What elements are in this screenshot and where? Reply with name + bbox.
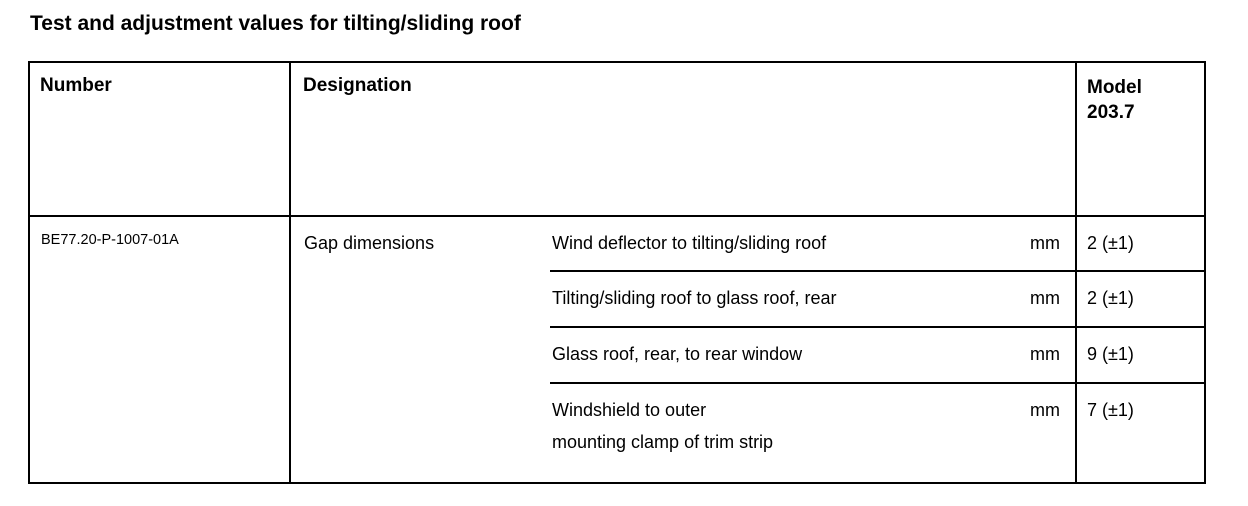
entry-value: 7 (±1) bbox=[1075, 384, 1204, 482]
header-model-line1: Model bbox=[1087, 77, 1142, 98]
entry-value: 2 (±1) bbox=[1075, 217, 1204, 270]
entry-description: Tilting/sliding roof to glass roof, rear bbox=[552, 288, 1030, 309]
entry-value: 2 (±1) bbox=[1075, 272, 1204, 326]
entry-main: Glass roof, rear, to rear window mm bbox=[550, 328, 1075, 382]
table-header-row: Number Designation Model 203.7 bbox=[30, 63, 1204, 217]
entry-description: Wind deflector to tilting/sliding roof bbox=[552, 233, 1030, 254]
entry-description: Glass roof, rear, to rear window bbox=[552, 344, 1030, 365]
entry-unit: mm bbox=[1030, 400, 1060, 420]
table-row: Tilting/sliding roof to glass roof, rear… bbox=[550, 272, 1204, 328]
entry-description-line1: Glass roof, rear, to rear window bbox=[552, 344, 803, 364]
entry-value: 9 (±1) bbox=[1075, 328, 1204, 382]
header-designation: Designation bbox=[303, 75, 412, 96]
table-row: Wind deflector to tilting/sliding roof m… bbox=[550, 217, 1204, 272]
header-number: Number bbox=[30, 63, 291, 215]
entry-unit: mm bbox=[1030, 288, 1060, 308]
entry-main: Wind deflector to tilting/sliding roof m… bbox=[550, 217, 1075, 270]
entry-main: Windshield to outer mounting clamp of tr… bbox=[550, 384, 1075, 482]
entry-description-line1: Tilting/sliding roof to glass roof, rear bbox=[552, 288, 837, 308]
entry-main: Tilting/sliding roof to glass roof, rear… bbox=[550, 272, 1075, 326]
designation-label: Gap dimensions bbox=[304, 233, 435, 253]
page-title: Test and adjustment values for tilting/s… bbox=[30, 12, 521, 35]
entry-description-line1: Windshield to outer bbox=[552, 400, 707, 420]
document-number: BE77.20-P-1007-01A bbox=[30, 217, 291, 482]
entry-description-line2: mounting clamp of trim strip bbox=[552, 432, 774, 452]
entry-description: Windshield to outer mounting clamp of tr… bbox=[552, 400, 1030, 453]
spec-table: Number Designation Model 203.7 BE77.20-P… bbox=[28, 61, 1206, 484]
entry-unit: mm bbox=[1030, 233, 1060, 253]
entries-list: Wind deflector to tilting/sliding roof m… bbox=[550, 217, 1204, 482]
entry-description-line1: Wind deflector to tilting/sliding roof bbox=[552, 233, 827, 253]
table-body-row: BE77.20-P-1007-01A Gap dimensions Wind d… bbox=[30, 217, 1204, 482]
table-row: Glass roof, rear, to rear window mm 9 (±… bbox=[550, 328, 1204, 384]
entry-unit: mm bbox=[1030, 344, 1060, 364]
table-row: Windshield to outer mounting clamp of tr… bbox=[550, 384, 1204, 482]
header-model-line2: 203.7 bbox=[1087, 102, 1135, 124]
header-model: Model 203.7 bbox=[1075, 63, 1204, 215]
